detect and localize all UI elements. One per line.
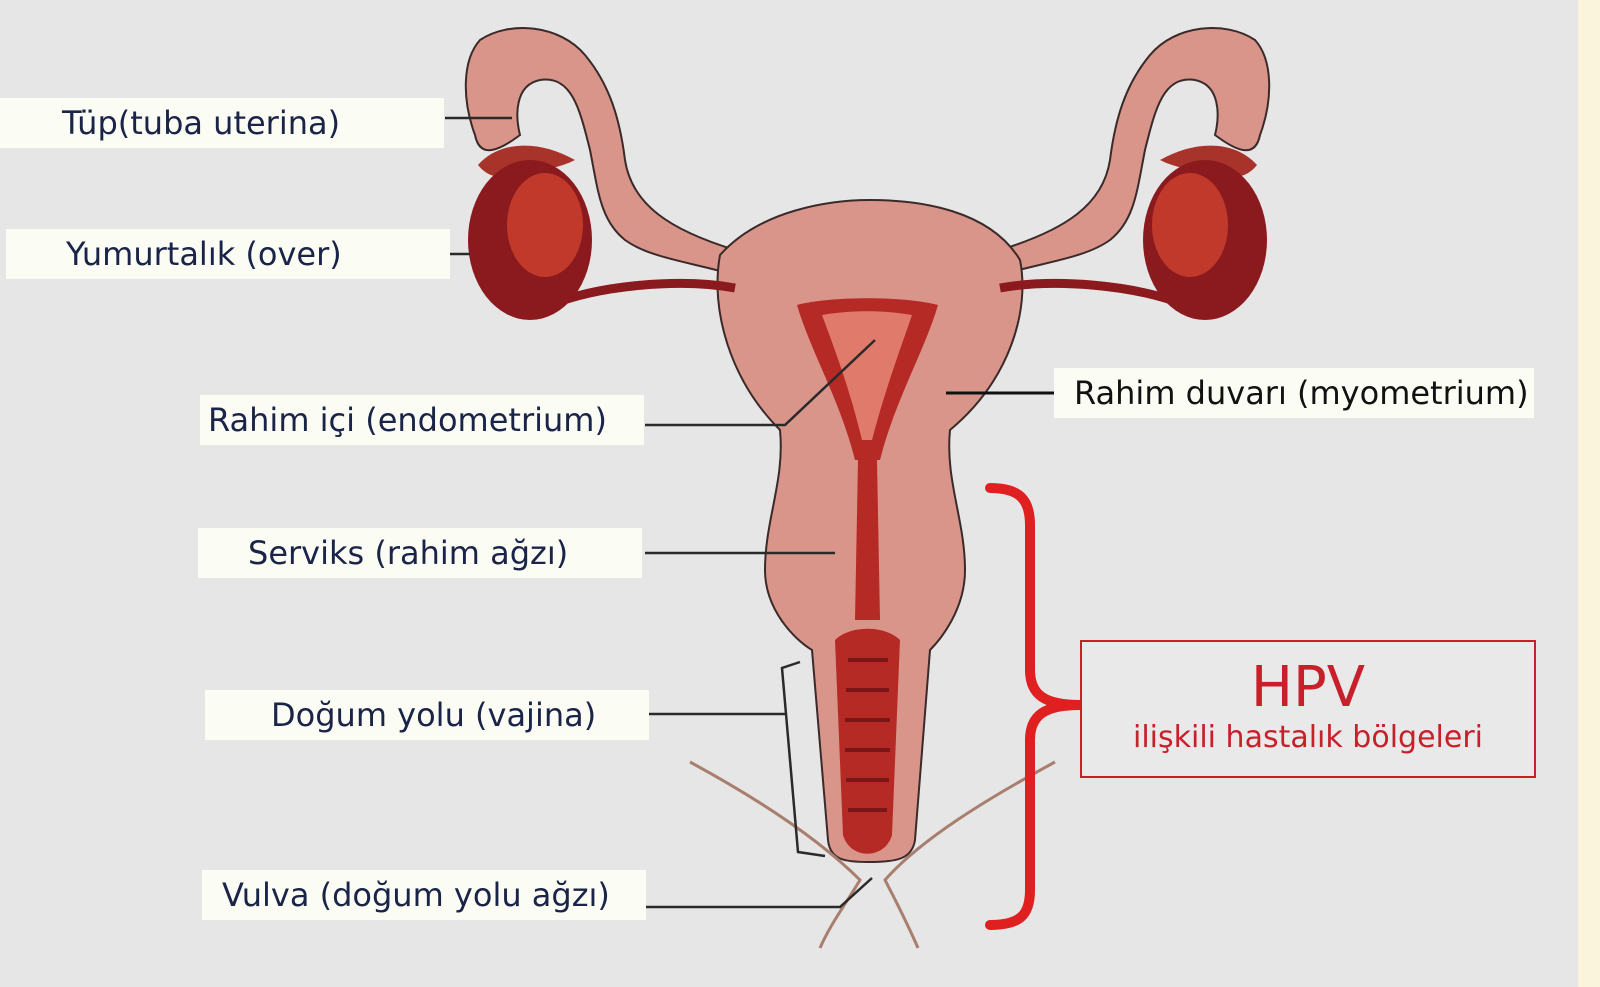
vulva-right-line: [883, 760, 1056, 949]
right-ovary-inner: [1152, 173, 1228, 277]
cervical-canal: [855, 460, 880, 620]
hpv-brace: [985, 483, 1085, 930]
vagina-bracket: [780, 660, 826, 858]
left-fallopian-tube: [464, 27, 736, 277]
label-vagina: Doğum yolu (vajina): [205, 690, 649, 740]
leader-vulva: [645, 877, 873, 909]
label-ovary: Yumurtalık (over): [6, 229, 450, 279]
label-myometrium: Rahim duvarı (myometrium): [1054, 368, 1534, 418]
vaginal-rugae: [845, 658, 890, 812]
hpv-subtitle: ilişkili hastalık bölgeleri: [1133, 720, 1483, 755]
hpv-callout-box: HPV ilişkili hastalık bölgeleri: [1080, 640, 1536, 778]
right-fallopian-tube: [999, 27, 1271, 277]
vaginal-canal: [835, 628, 900, 854]
left-ovary-inner: [507, 173, 583, 277]
label-vulva: Vulva (doğum yolu ağzı): [202, 870, 646, 920]
right-edge-strip: [1578, 0, 1600, 987]
leader-endometrium: [645, 339, 876, 427]
vulva-left-line: [689, 760, 862, 949]
hpv-title: HPV: [1250, 655, 1366, 720]
label-cervix: Serviks (rahim ağzı): [198, 528, 642, 578]
endometrium-inner: [822, 311, 912, 440]
label-endometrium: Rahim içi (endometrium): [200, 395, 644, 445]
label-tube: Tüp(tuba uterina): [0, 98, 444, 148]
